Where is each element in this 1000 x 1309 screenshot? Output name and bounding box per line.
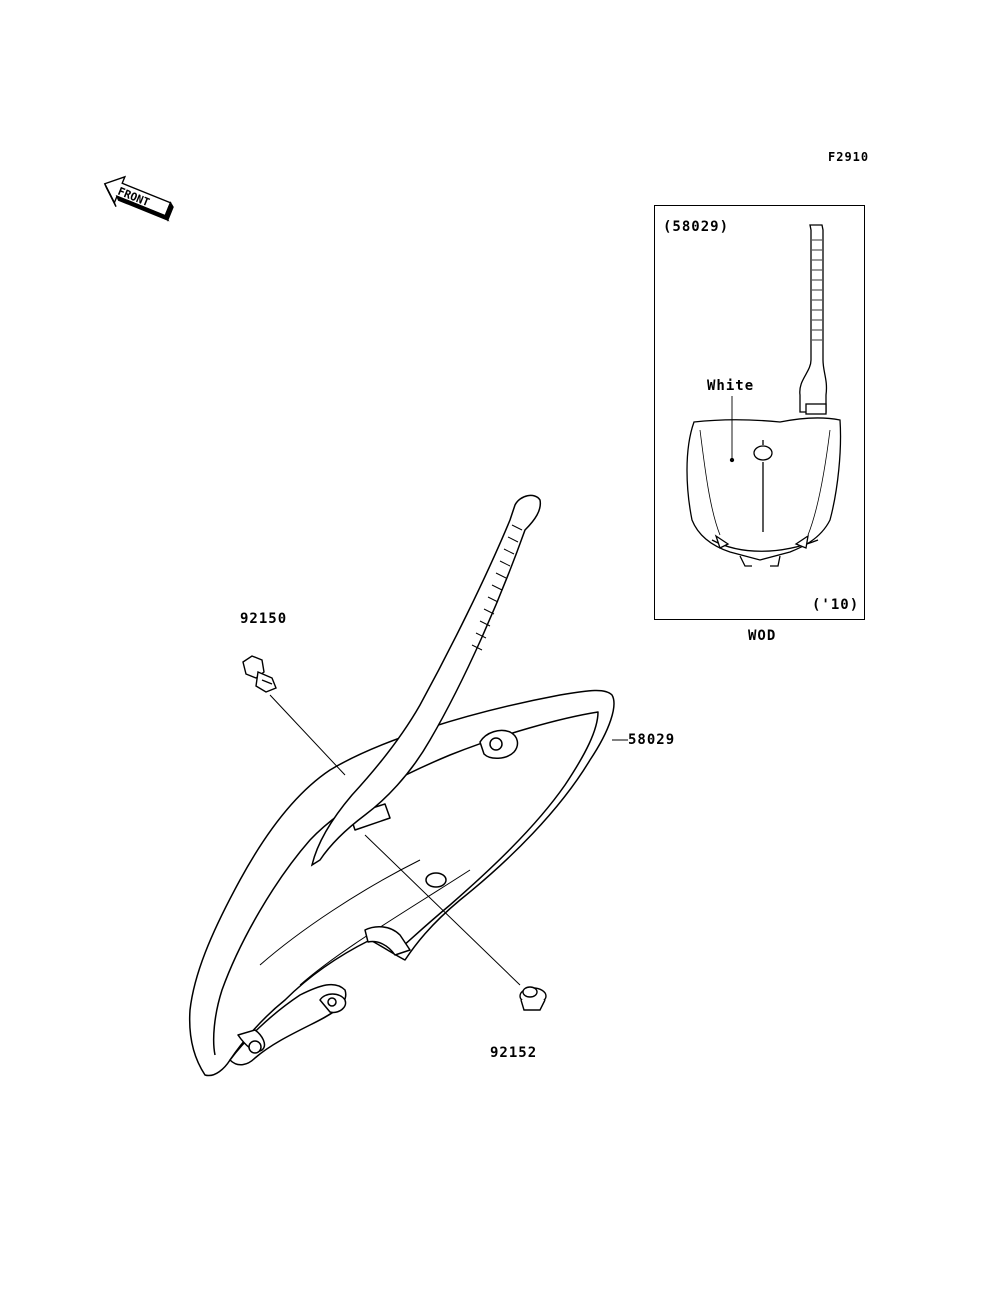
part-number-58029: 58029 [628, 732, 676, 748]
inset-part-ref: (58029) [663, 219, 730, 235]
inset-frame [654, 205, 865, 620]
front-direction-arrow-icon: FRONT [103, 175, 174, 222]
number-plate-58029 [188, 689, 615, 1077]
figure-code: F2910 [828, 150, 870, 164]
part-number-92152: 92152 [490, 1045, 538, 1061]
leader-92152 [364, 834, 521, 986]
strap-ribs [471, 524, 523, 651]
leader-92150 [269, 694, 346, 776]
leader-lines [269, 694, 628, 986]
plate-strap [310, 494, 542, 867]
inset-year: ('10) [812, 597, 860, 613]
grommet-92152-icon [519, 986, 547, 1011]
inset-color-note: White [707, 378, 755, 394]
bolt-92150-icon [242, 655, 277, 693]
inset-number-plate [686, 224, 842, 567]
part-number-92150: 92150 [240, 611, 288, 627]
inset-model: WOD [748, 628, 777, 644]
